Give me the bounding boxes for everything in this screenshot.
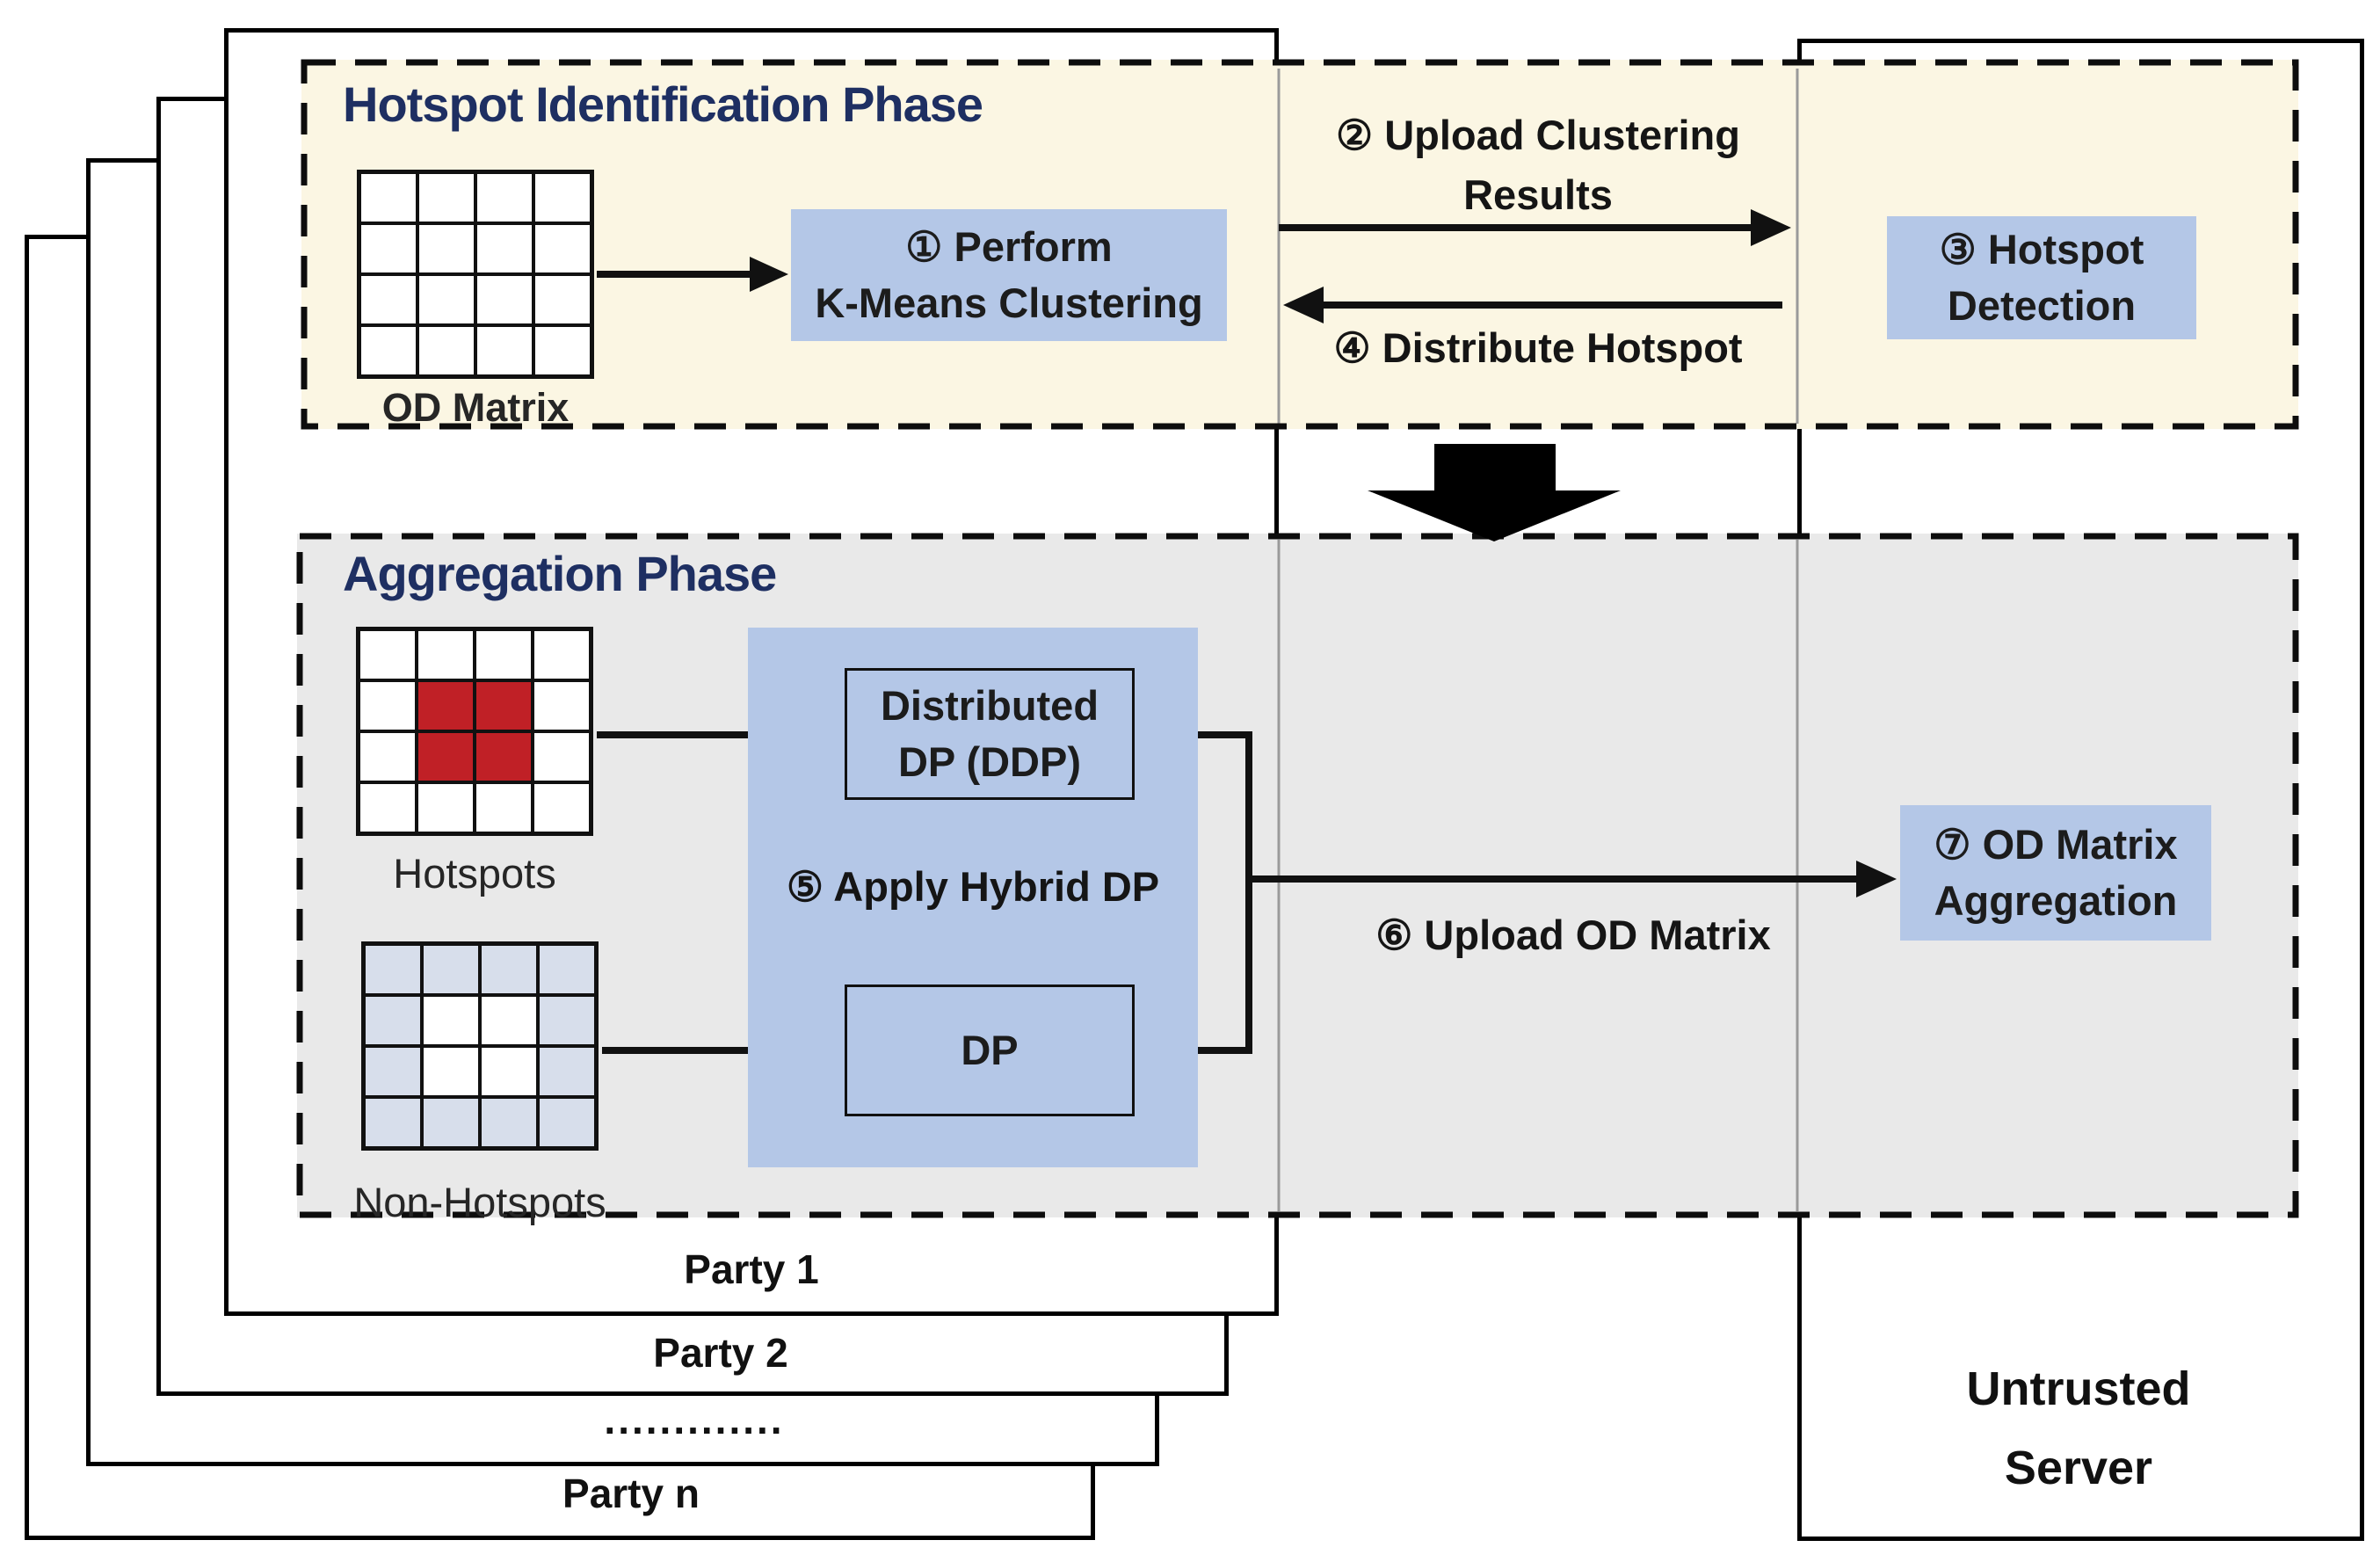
ddp-line2: DP (DDP) [897, 738, 1082, 785]
matrix-cell [364, 944, 422, 995]
matrix-cell [475, 172, 533, 223]
party-dots-label: ............. [604, 1397, 785, 1442]
matrix-cell [417, 223, 475, 274]
matrix-cell [475, 629, 533, 680]
matrix-cell [533, 680, 591, 731]
step2-label: ② Upload Clustering Results [1292, 105, 1784, 225]
matrix-cell [533, 172, 591, 223]
phase-transition-down-arrow [1368, 444, 1621, 541]
matrix-cell [533, 274, 591, 325]
step1-kmeans-box: ① Perform K-Means Clustering [791, 209, 1227, 341]
ddp-box: Distributed DP (DDP) [845, 668, 1135, 800]
matrix-cell [359, 223, 417, 274]
untrusted-server-line1: Untrusted [1966, 1362, 2191, 1415]
matrix-cell [417, 629, 475, 680]
matrix-cell [422, 944, 480, 995]
matrix-cell [359, 782, 417, 833]
step7-line2: Aggregation [1934, 877, 2178, 924]
matrix-cell [422, 995, 480, 1046]
matrix-cell [359, 680, 417, 731]
non-hotspots-matrix [361, 941, 599, 1151]
dp-box: DP [845, 984, 1135, 1116]
matrix-cell [538, 1097, 596, 1148]
matrix-cell [475, 782, 533, 833]
od-matrix-label: OD Matrix [381, 385, 570, 430]
step3-line1: ③ Hotspot [1939, 226, 2144, 272]
matrix-cell [475, 274, 533, 325]
matrix-cell [364, 1046, 422, 1097]
matrix-cell [533, 731, 591, 782]
party-1-label: Party 1 [684, 1246, 819, 1292]
dp-label: DP [961, 1027, 1019, 1073]
matrix-cell [533, 782, 591, 833]
matrix-cell [538, 995, 596, 1046]
aggregation-phase-title: Aggregation Phase [343, 546, 777, 601]
matrix-cell [364, 1097, 422, 1148]
step6-label: ⑥ Upload OD Matrix [1375, 912, 1771, 958]
ddp-line1: Distributed [880, 682, 1099, 729]
matrix-cell [480, 944, 538, 995]
matrix-cell [364, 995, 422, 1046]
hotspots-matrix [356, 627, 593, 836]
matrix-cell [359, 731, 417, 782]
matrix-cell [533, 629, 591, 680]
party-n-label: Party n [562, 1471, 700, 1516]
matrix-cell [422, 1046, 480, 1097]
matrix-cell [359, 629, 417, 680]
step2-line2: Results [1463, 171, 1613, 218]
party-2-label: Party 2 [653, 1330, 788, 1376]
matrix-cell [480, 1046, 538, 1097]
matrix-cell [359, 325, 417, 376]
step3-hotspot-detection-box: ③ Hotspot Detection [1887, 216, 2196, 339]
untrusted-server-line2: Server [2004, 1442, 2153, 1494]
matrix-cell [480, 995, 538, 1046]
step4-label: ④ Distribute Hotspot [1333, 324, 1743, 371]
matrix-cell [417, 680, 475, 731]
matrix-cell [422, 1097, 480, 1148]
matrix-cell [538, 1046, 596, 1097]
matrix-cell [417, 782, 475, 833]
matrix-cell [417, 274, 475, 325]
matrix-cell [475, 325, 533, 376]
matrix-cell [538, 944, 596, 995]
non-hotspots-label: Non-Hotspots [353, 1179, 606, 1225]
step1-line1: ① Perform [905, 223, 1113, 270]
matrix-cell [475, 731, 533, 782]
matrix-cell [480, 1097, 538, 1148]
matrix-cell [417, 731, 475, 782]
matrix-cell [533, 325, 591, 376]
step5-label: ⑤ Apply Hybrid DP [786, 863, 1160, 910]
step7-od-aggregation-box: ⑦ OD Matrix Aggregation [1900, 805, 2211, 941]
matrix-cell [359, 274, 417, 325]
matrix-cell [533, 223, 591, 274]
step7-line1: ⑦ OD Matrix [1934, 821, 2178, 868]
matrix-cell [417, 172, 475, 223]
matrix-cell [475, 680, 533, 731]
matrix-cell [359, 172, 417, 223]
step1-line2: K-Means Clustering [815, 280, 1203, 326]
step3-line2: Detection [1947, 282, 2137, 329]
matrix-cell [417, 325, 475, 376]
matrix-cell [475, 223, 533, 274]
untrusted-server-label: Untrusted Server [1841, 1349, 2316, 1508]
hotspot-phase-title: Hotspot Identification Phase [343, 76, 983, 132]
od-matrix [357, 170, 594, 379]
step2-line1: ② Upload Clustering [1336, 112, 1740, 158]
hotspots-label: Hotspots [393, 850, 556, 897]
